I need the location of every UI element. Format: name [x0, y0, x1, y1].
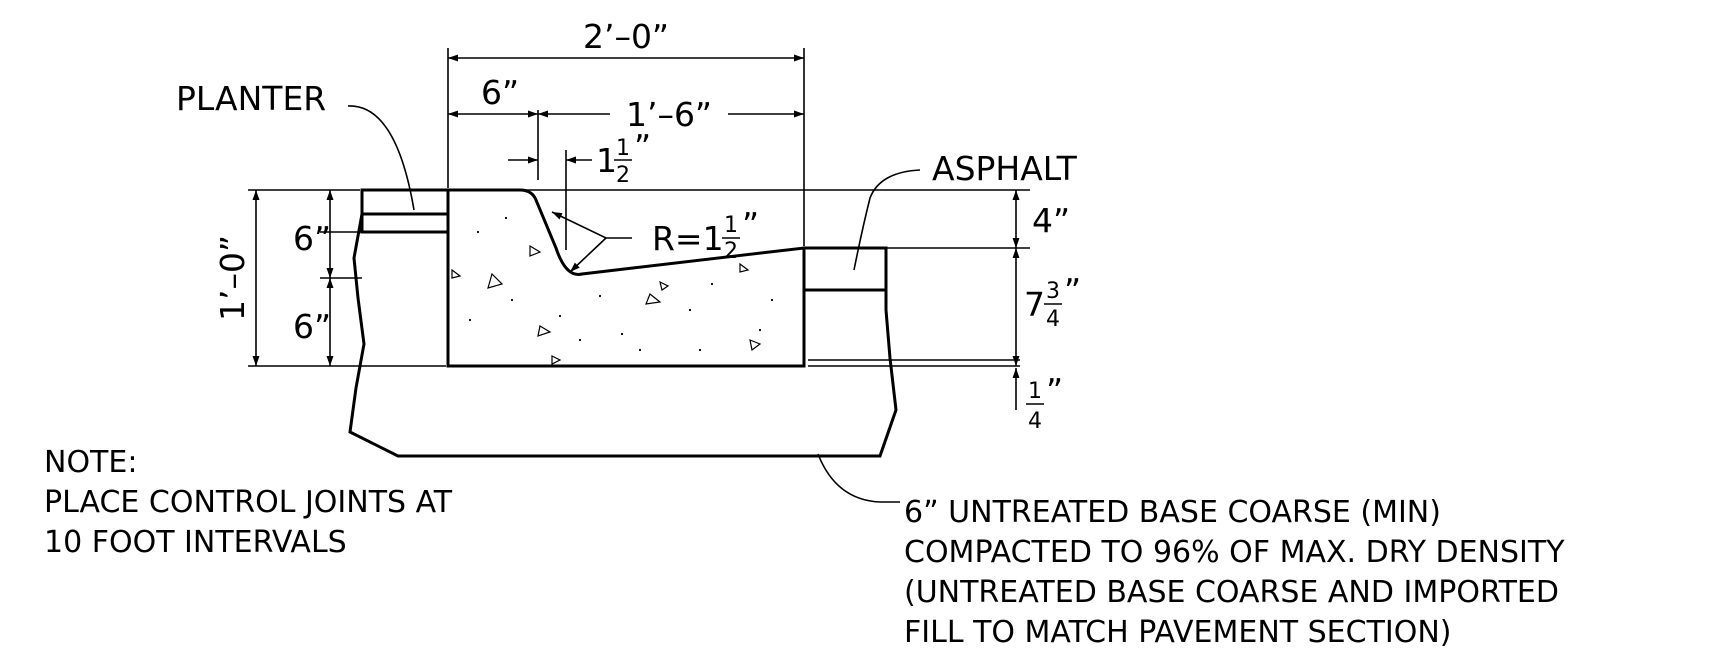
base-note-line-3: (UNTREATED BASE COARSE AND IMPORTED — [904, 575, 1559, 610]
base-leader — [817, 453, 900, 503]
concrete-stipple — [468, 216, 774, 352]
dim-radius-unit: ” — [742, 205, 759, 244]
base-note-line-1: 6” UNTREATED BASE COARSE (MIN) — [904, 495, 1441, 530]
dim-top-drop-label: 4” — [1032, 201, 1070, 240]
dim-gutter-depth-whole: 7 — [1024, 285, 1045, 324]
leader-lines — [347, 105, 921, 503]
dim-lip-offset-whole: 1 — [596, 141, 617, 180]
note-line-1: PLACE CONTROL JOINTS AT — [44, 485, 453, 520]
planter-label: PLANTER — [176, 79, 326, 118]
dim-gutter-depth-den: 4 — [1046, 307, 1060, 332]
planter-leader — [347, 105, 415, 211]
dim-bottom-gap-den: 4 — [1028, 409, 1042, 434]
dim-lip-offset-den: 2 — [616, 163, 630, 188]
planter-soil — [360, 188, 450, 234]
dim-gutter-depth-unit: ” — [1064, 271, 1081, 310]
dim-radius-prefix: R=1 — [652, 219, 724, 258]
dim-gutter-width-label: 1’–6” — [626, 95, 712, 134]
extension-lines — [248, 48, 1030, 367]
dim-radius-den: 2 — [724, 239, 738, 264]
dim-total-height-label: 1’–0” — [213, 235, 252, 321]
dim-lower-height-label: 6” — [293, 307, 331, 346]
dim-radius-num: 1 — [724, 213, 738, 238]
concrete-curb-gutter — [446, 188, 806, 368]
base-coarse-gravel — [348, 212, 898, 458]
note-line-2: 10 FOOT INTERVALS — [44, 525, 347, 560]
dim-lip-offset-num: 1 — [616, 136, 630, 161]
asphalt-leader — [853, 169, 921, 271]
dim-bottom-gap-num: 1 — [1028, 379, 1042, 404]
asphalt-layer — [802, 246, 888, 292]
dim-overall-width-label: 2’–0” — [583, 17, 669, 56]
dim-lip-offset-unit: ” — [634, 127, 651, 166]
dim-curb-face-label: 6” — [481, 73, 519, 112]
note-title: NOTE: — [44, 445, 137, 480]
concrete-aggregate — [451, 244, 762, 365]
dim-bottom-gap-unit: ” — [1046, 371, 1063, 410]
radius-leader-b — [569, 237, 607, 273]
dim-gutter-depth-num: 3 — [1046, 279, 1060, 304]
dim-upper-height-label: 6” — [293, 219, 331, 258]
radius-leader-a — [551, 211, 632, 239]
base-note-line-2: COMPACTED TO 96% OF MAX. DRY DENSITY — [904, 535, 1565, 570]
base-note-line-4: FILL TO MATCH PAVEMENT SECTION) — [904, 615, 1452, 650]
dimension-lines — [252, 54, 1020, 410]
asphalt-label: ASPHALT — [932, 149, 1078, 188]
